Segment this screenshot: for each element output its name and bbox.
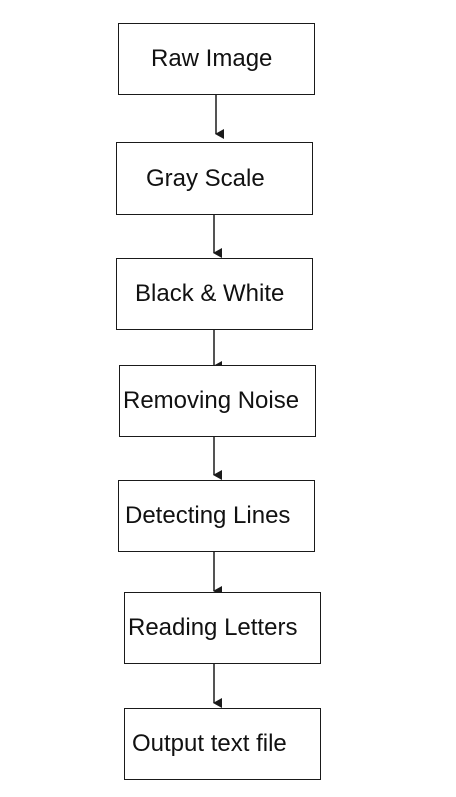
step-label-gray-scale: Gray Scale bbox=[146, 164, 265, 192]
step-label-raw-image: Raw Image bbox=[151, 45, 273, 72]
step-box-removing-noise: Removing Noise bbox=[119, 365, 316, 437]
step-box-black-and-white: Black & White bbox=[116, 258, 313, 330]
step-label-reading-letters: Reading Letters bbox=[128, 614, 298, 641]
step-box-raw-image: Raw Image bbox=[118, 23, 315, 95]
step-label-black-and-white: Black & White bbox=[135, 280, 285, 307]
step-box-gray-scale: Gray Scale bbox=[116, 142, 313, 215]
step-label-output-text-file: Output text file bbox=[132, 730, 287, 757]
step-box-output-text-file: Output text file bbox=[124, 708, 321, 780]
step-box-reading-letters: Reading Letters bbox=[124, 592, 321, 664]
step-label-removing-noise: Removing Noise bbox=[123, 387, 300, 414]
step-box-detecting-lines: Detecting Lines bbox=[118, 480, 315, 552]
step-label-detecting-lines: Detecting Lines bbox=[125, 502, 291, 529]
